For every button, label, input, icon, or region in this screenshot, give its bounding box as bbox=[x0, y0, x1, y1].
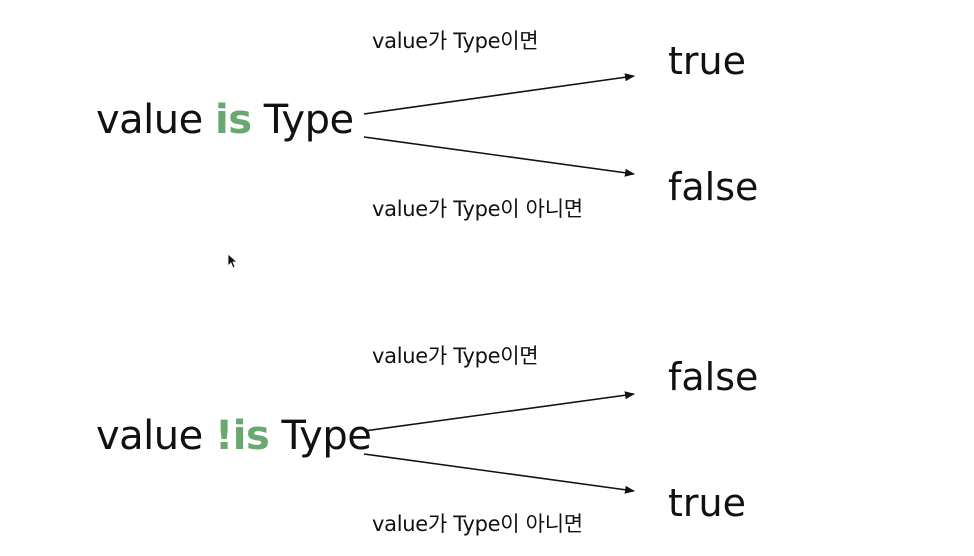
arrow-to-lower-result bbox=[363, 453, 635, 494]
keyword-is: is bbox=[214, 97, 252, 143]
mouse-pointer-icon bbox=[227, 253, 239, 274]
expression-type-text: Type bbox=[269, 413, 372, 459]
expression-not-is: value !is Type bbox=[96, 413, 372, 459]
result-true: true bbox=[668, 39, 746, 83]
expression-type-text: Type bbox=[251, 97, 354, 143]
condition-is-type: value가 Type이면 bbox=[372, 29, 539, 53]
expression-value-text: value bbox=[96, 413, 215, 459]
arrow-to-upper-result bbox=[363, 73, 635, 115]
expression-is: value is Type bbox=[96, 100, 354, 140]
result-true: true bbox=[668, 481, 746, 525]
expression-value-text: value bbox=[96, 97, 215, 143]
result-false: false bbox=[668, 355, 759, 399]
condition-not-type: value가 Type이 아니면 bbox=[372, 197, 583, 221]
keyword-not-is: !is bbox=[214, 413, 270, 459]
arrow-to-lower-result bbox=[363, 136, 635, 177]
condition-is-type: value가 Type이면 bbox=[372, 344, 539, 368]
condition-not-type: value가 Type이 아니면 bbox=[372, 512, 583, 536]
arrow-to-upper-result bbox=[363, 391, 635, 432]
result-false: false bbox=[668, 165, 759, 209]
